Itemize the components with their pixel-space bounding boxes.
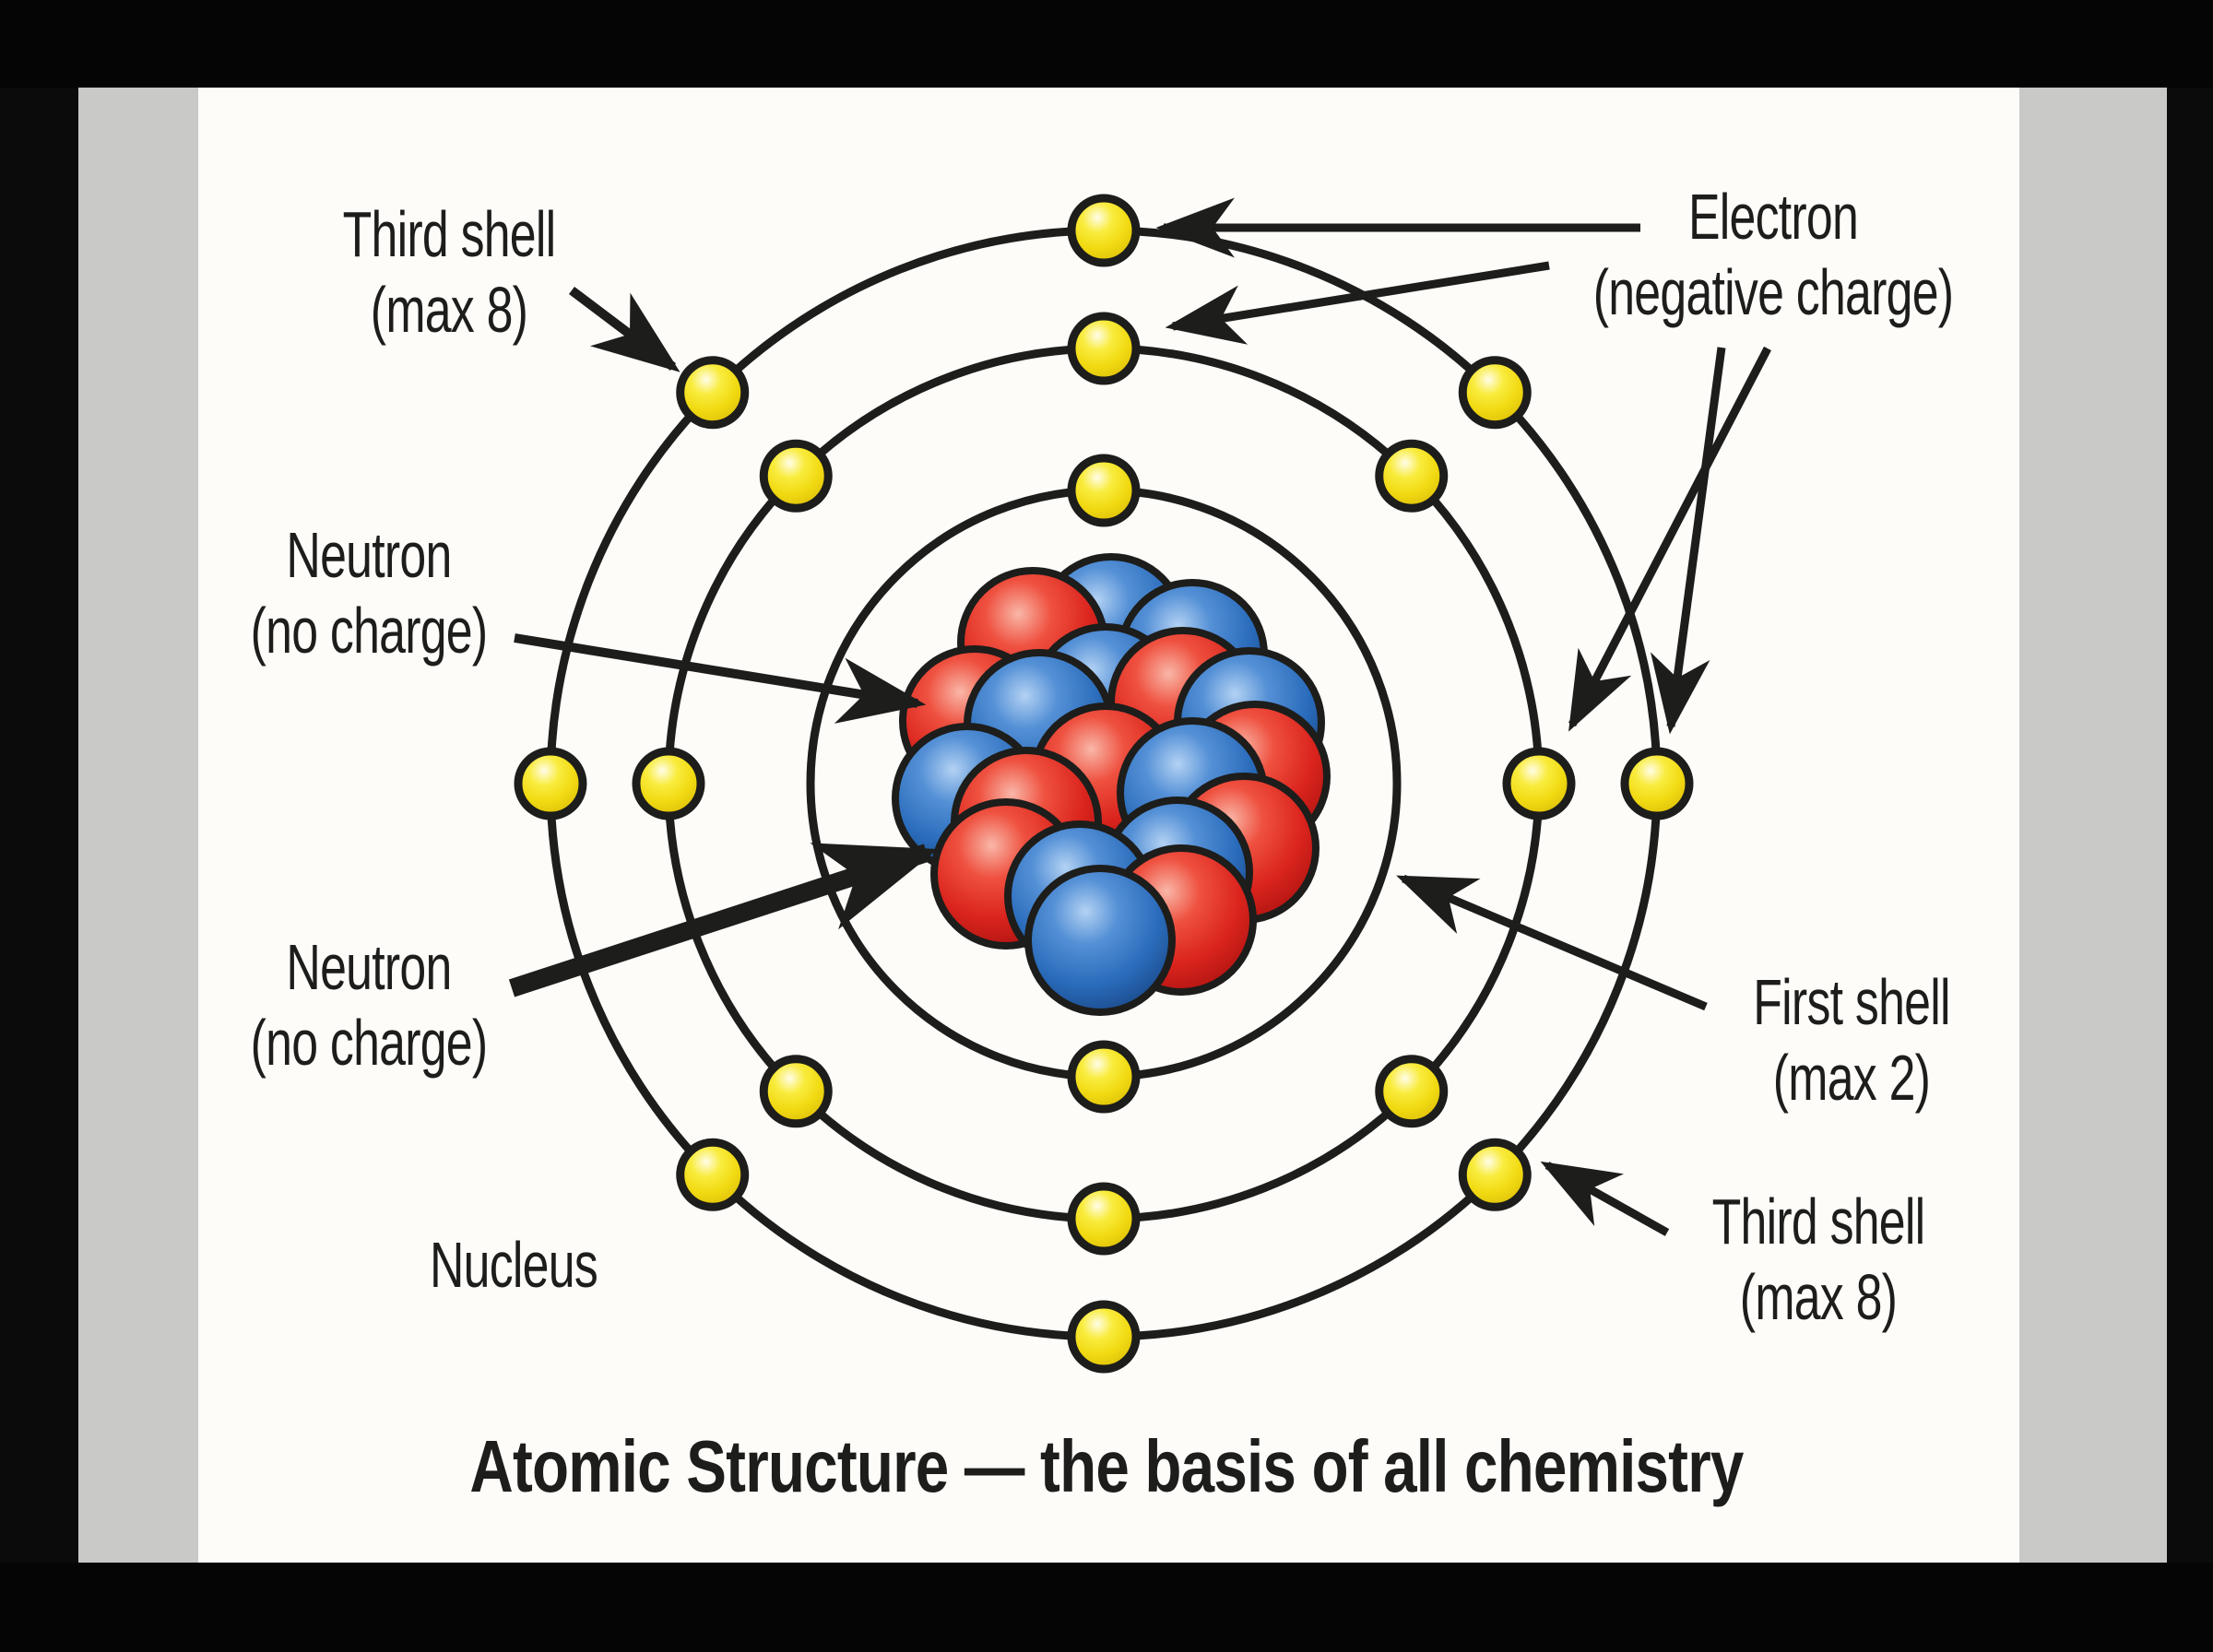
label-line: (negative charge) bbox=[1592, 256, 1954, 328]
electron-second-shell bbox=[1375, 1055, 1449, 1128]
scan-border-bottom bbox=[0, 1563, 2213, 1652]
label-line: Electron bbox=[1687, 181, 1859, 253]
label-line: Neutron bbox=[286, 931, 452, 1003]
annotation-arrows bbox=[508, 197, 1771, 1236]
label-line: (no charge) bbox=[250, 595, 488, 667]
electron-third-shell bbox=[1067, 1300, 1141, 1374]
electrons bbox=[514, 194, 1694, 1374]
electron-second-shell bbox=[759, 439, 833, 513]
nucleus-cluster bbox=[892, 553, 1331, 1016]
label-third-shell-lower-right: Third shell (max 8) bbox=[1711, 1184, 1926, 1335]
electron-second-shell bbox=[1375, 439, 1449, 513]
scan-border-left bbox=[0, 88, 78, 1563]
electron-second-shell bbox=[1067, 1182, 1141, 1256]
arrow-neutron-lower bbox=[508, 843, 939, 997]
arrow-neutron-upper bbox=[514, 633, 927, 724]
label-line: (max 8) bbox=[370, 274, 528, 346]
label-line: (max 8) bbox=[1739, 1261, 1898, 1333]
diagram-title: Atomic Structure — the basis of all chem… bbox=[469, 1425, 1744, 1507]
scan-border-right bbox=[2167, 88, 2213, 1563]
electron-third-shell bbox=[676, 1138, 750, 1211]
arrow-electron-right-inner bbox=[1568, 346, 1771, 732]
scan-border-top bbox=[0, 0, 2213, 88]
label-line: First shell bbox=[1753, 966, 1950, 1038]
arrow-third-shell-upper bbox=[568, 287, 680, 372]
label-nucleus: Nucleus bbox=[430, 1227, 598, 1303]
nucleus-sphere-blue bbox=[1024, 865, 1176, 1016]
electron-third-shell bbox=[514, 747, 587, 820]
label-line: Third shell bbox=[1711, 1186, 1926, 1257]
electron-second-shell bbox=[632, 747, 705, 820]
electron-third-shell bbox=[676, 356, 750, 430]
arrow-electron-second bbox=[1165, 261, 1550, 345]
label-third-shell-upper-left: Third shell (max 8) bbox=[342, 196, 557, 348]
electron-first-shell bbox=[1067, 454, 1141, 527]
arrow-electron-right-outer bbox=[1651, 347, 1726, 735]
electron-third-shell bbox=[1620, 747, 1694, 820]
label-line: Neutron bbox=[286, 519, 452, 591]
label-neutron-upper: Neutron (no charge) bbox=[251, 517, 488, 668]
electron-second-shell bbox=[1502, 747, 1576, 820]
label-line: Nucleus bbox=[430, 1229, 598, 1301]
label-line: Third shell bbox=[342, 198, 557, 270]
label-line: (no charge) bbox=[250, 1007, 488, 1079]
electron-first-shell bbox=[1067, 1040, 1141, 1114]
label-line: (max 2) bbox=[1772, 1042, 1931, 1114]
electron-third-shell bbox=[1458, 1138, 1532, 1211]
label-electron: Electron (negative charge) bbox=[1593, 179, 1954, 330]
scan-margin-right bbox=[2019, 88, 2167, 1563]
scan-margin-left bbox=[78, 88, 198, 1563]
electron-third-shell bbox=[1458, 356, 1532, 430]
label-first-shell: First shell (max 2) bbox=[1753, 964, 1950, 1115]
arrow-first-shell bbox=[1396, 874, 1708, 1011]
label-neutron-lower: Neutron (no charge) bbox=[251, 929, 488, 1080]
arrow-third-shell-lower bbox=[1540, 1161, 1670, 1236]
electron-third-shell bbox=[1067, 194, 1141, 267]
electron-second-shell bbox=[1067, 312, 1141, 385]
electron-second-shell bbox=[759, 1055, 833, 1128]
